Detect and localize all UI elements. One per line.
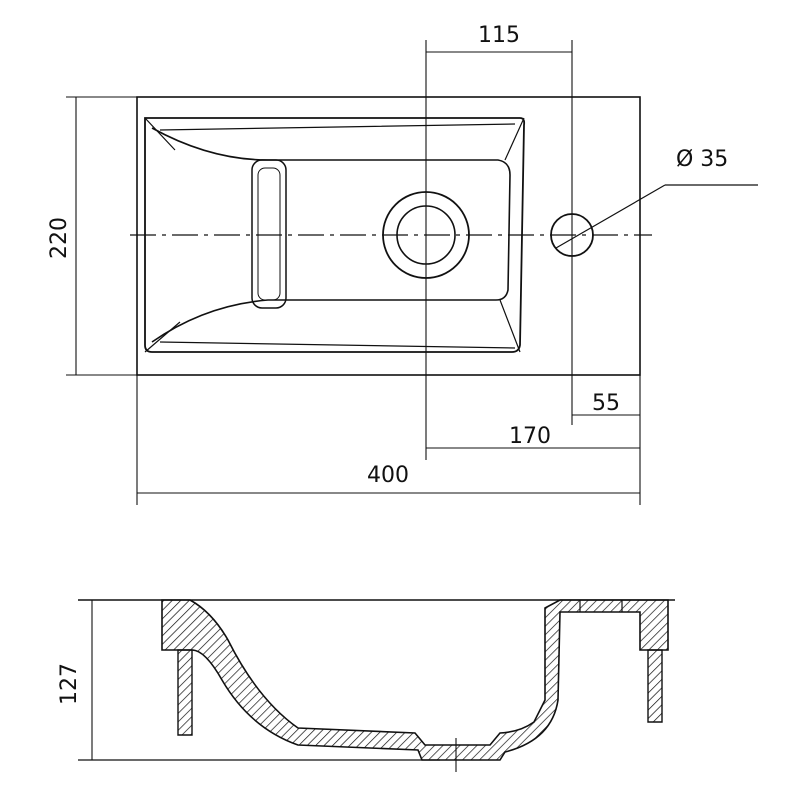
section-bowl-body bbox=[161, 599, 669, 761]
basin-outline bbox=[136, 96, 641, 376]
bowl-corner-lines bbox=[144, 117, 525, 353]
dim-label-115: 115 bbox=[478, 23, 520, 48]
bowl-front-contour bbox=[159, 123, 516, 349]
section-right-leg bbox=[647, 649, 663, 723]
section-tap-opening bbox=[579, 600, 623, 612]
top-view: 115 220 Ø 35 55 170 400 bbox=[47, 23, 758, 505]
bowl-rib-inner bbox=[257, 167, 281, 301]
section-view: 127 bbox=[57, 599, 675, 772]
dim-label-55: 55 bbox=[592, 391, 620, 416]
bowl-rib-panel bbox=[251, 159, 287, 309]
dim-label-220: 220 bbox=[47, 217, 72, 259]
section-left-leg bbox=[177, 649, 193, 736]
dim-label-127: 127 bbox=[57, 663, 82, 705]
bowl-inner-contour bbox=[151, 127, 511, 343]
dim-label-170: 170 bbox=[509, 424, 551, 449]
dim-label-diameter: Ø 35 bbox=[676, 147, 728, 172]
dim-leader-diameter bbox=[555, 184, 666, 249]
dim-label-400: 400 bbox=[367, 463, 409, 488]
